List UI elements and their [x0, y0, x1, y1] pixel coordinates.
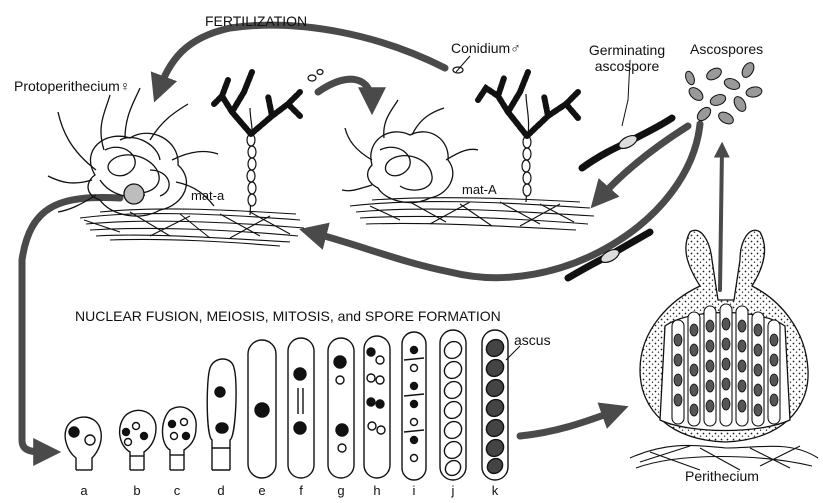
ascus-stage-letter: g [331, 483, 351, 499]
mat-a-label: mat-a [191, 188, 224, 204]
ascus-stage-letter: h [367, 483, 387, 499]
germinating-ascospore [582, 60, 672, 168]
germinating-ascospore-lower [568, 232, 650, 278]
perithecium-label: Perithecium [685, 468, 759, 484]
fertilization-label: FERTILIZATION [205, 13, 307, 29]
ascus-stage-j [440, 330, 466, 480]
mat-A-protoperithecium [342, 100, 478, 203]
ascus-stage-letter: e [252, 483, 272, 499]
germinating-label-line1: Germinating [572, 42, 682, 58]
ascus-label: ascus [514, 332, 551, 348]
ascus-stage-letter: k [485, 483, 505, 499]
fertilization-arrow [158, 25, 445, 92]
perithecium [630, 230, 818, 470]
ascus-stage-b [120, 410, 156, 470]
to-perithecium-arrow [520, 410, 618, 436]
transition-arrow [318, 79, 372, 104]
conidium-label: Conidium♂ [451, 40, 521, 56]
ascus-stage-letter: j [443, 483, 463, 499]
ascus-stage-h [364, 336, 390, 478]
germinating-ascospore-label: Germinating ascospore [572, 42, 682, 74]
ascus-stage-letter: a [74, 483, 94, 499]
protoperithecium-label: Protoperithecium♀ [14, 78, 130, 94]
mat-a-conidiophore [214, 70, 323, 216]
nuclear-fusion-label: NUCLEAR FUSION, MEIOSIS, MITOSIS, and SP… [75, 308, 501, 324]
ascospores-to-mat-a-arrow [310, 124, 700, 278]
ascus-stage-i [402, 332, 426, 480]
ascus-stage-letter: c [167, 483, 187, 499]
ascus-stage-g [328, 338, 354, 478]
perithecium-to-ascospores-arrow [720, 148, 722, 290]
ascus-stage-k [482, 330, 508, 480]
ascus-stage-letter: d [211, 483, 231, 499]
ascus-stage-c [163, 407, 197, 470]
ascus-stage-f [288, 338, 314, 478]
ascus-series [65, 330, 520, 480]
ascus-stage-letter: b [127, 483, 147, 499]
ascus-stage-d [207, 359, 236, 470]
ascus-stage-letter: i [404, 483, 424, 499]
germinating-label-line2: ascospore [572, 58, 682, 74]
mat-a-mycelium [80, 209, 304, 246]
ascospores-label: Ascospores [690, 41, 763, 57]
ascus-stage-a [65, 417, 101, 470]
mat-A-label: mat-A [462, 182, 497, 198]
ascospores-cluster [684, 61, 763, 127]
ascus-stage-e [248, 340, 276, 478]
ascus-stage-letter: f [291, 483, 311, 499]
mat-A-mycelium [350, 198, 594, 230]
